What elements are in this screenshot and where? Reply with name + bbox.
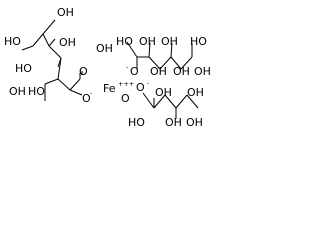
o-label: O (136, 81, 145, 94)
oh-label: OH (173, 65, 190, 78)
o-label: O (82, 92, 91, 105)
fe-label: Fe (103, 82, 116, 95)
charge-label: - (90, 89, 93, 97)
o-label: O (121, 92, 130, 105)
ho-label: HO (128, 116, 145, 129)
ho-label: HO (4, 35, 21, 48)
oh-label: OH (161, 35, 178, 48)
upper-fragment-bonds (126, 41, 193, 70)
oh-label: OH (57, 6, 74, 19)
o-label: O (130, 65, 139, 78)
oh-label: OH (9, 85, 26, 98)
ho-label: HO (116, 35, 133, 48)
oh-label: OH (59, 36, 76, 49)
ho-label: HO (190, 35, 207, 48)
oh-label: OH (96, 42, 113, 55)
oh-label: OH (150, 65, 167, 78)
charge-label: - (126, 63, 129, 71)
oh-label: OH (186, 116, 203, 129)
oh-label: OH (194, 65, 211, 78)
o-label: O (79, 65, 88, 78)
iron-gluconate-structure: OH HO OH OH HO O HO OH O - HO OH OH HO O… (4, 6, 211, 129)
charge-label: - (147, 79, 150, 87)
lower-fragment-bonds (142, 92, 199, 119)
oh-label: OH (187, 86, 204, 99)
oh-label: OH (155, 86, 172, 99)
ho-label: HO (28, 85, 45, 98)
fe-charge-label: +++ (118, 80, 134, 88)
oh-label: OH (139, 35, 156, 48)
ho-label: HO (15, 62, 32, 75)
gluconate-bonds (21, 19, 83, 101)
oh-label: OH (165, 116, 182, 129)
